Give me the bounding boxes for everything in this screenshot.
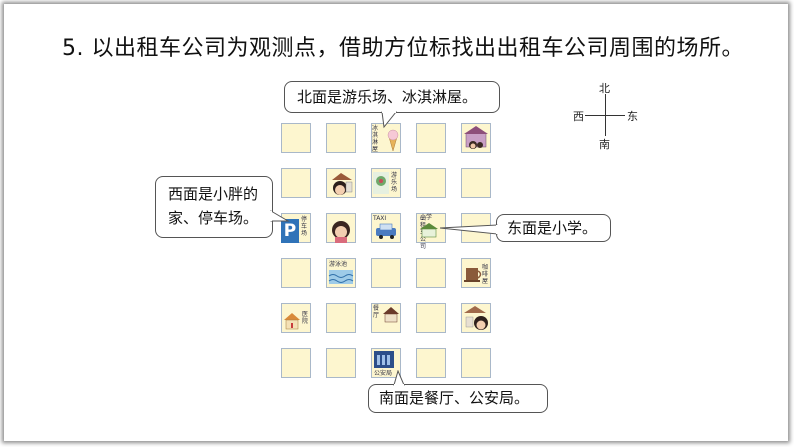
taxi-car-icon — [376, 223, 396, 239]
map-cell — [281, 348, 311, 378]
restaurant-icon: 餐厅 — [371, 303, 401, 333]
problem-title: 5. 以出租车公司为观测点，借助方位标找出出租车公司周围的场所。 — [62, 36, 744, 61]
cafe-icon: 咖啡屋 — [461, 258, 491, 288]
map-cell — [416, 123, 446, 153]
map-cell — [326, 123, 356, 153]
east-bubble-text: 东面是小学。 — [507, 219, 598, 237]
police-station-icon: 公安局 — [371, 348, 401, 378]
west-bubble: 西面是小胖的 家、停车场。 — [155, 176, 273, 238]
south-bubble-text: 南面是餐厅、公安局。 — [379, 389, 530, 407]
compass-east: 东 — [627, 110, 638, 123]
hospital-label: 医院 — [302, 311, 309, 325]
map-cell — [416, 258, 446, 288]
map-cell — [281, 123, 311, 153]
map-cell — [281, 168, 311, 198]
cafe-label: 咖啡屋 — [482, 264, 489, 285]
playground-label: 游乐场 — [391, 172, 398, 193]
compass-west: 西 — [573, 110, 584, 123]
compass-north: 北 — [599, 82, 610, 95]
pool-label: 游泳池 — [329, 261, 348, 268]
map-cell — [416, 168, 446, 198]
compass-rose: 北 南 东 西 — [570, 80, 640, 151]
map-cell — [416, 348, 446, 378]
hospital-icon: 医院 — [281, 303, 311, 333]
parking-sign: P — [281, 219, 299, 243]
ice-cream-shop-label: 冰淇淋屋 — [372, 125, 379, 153]
restaurant-building-icon — [383, 307, 399, 323]
north-bubble: 北面是游乐场、冰淇淋屋。 — [284, 81, 500, 113]
west-bubble-line2: 家、停车场。 — [168, 209, 259, 227]
taxi-label: TAXI — [373, 215, 387, 222]
east-bubble-tail — [440, 224, 498, 235]
south-bubble: 南面是餐厅、公安局。 — [368, 384, 548, 413]
family-house-icon — [464, 126, 488, 149]
ice-cream-shop-icon: 冰淇淋屋 — [371, 123, 401, 153]
north-bubble-text: 北面是游乐场、冰淇淋屋。 — [297, 88, 478, 106]
child-face-icon — [332, 173, 353, 195]
taxi-icon: TAXI — [371, 213, 401, 243]
school-cell: 小学 — [416, 213, 446, 243]
police-building-icon — [374, 351, 394, 368]
map-cell — [281, 258, 311, 288]
west-bubble-line1: 西面是小胖的 — [168, 185, 259, 203]
parking-icon: P 停车场 — [281, 213, 311, 243]
map-cell — [416, 303, 446, 333]
south-bubble-tail — [393, 370, 405, 386]
coffee-cup-icon — [464, 268, 482, 282]
parking-label: 停车场 — [301, 216, 308, 237]
wave-icon — [328, 270, 354, 284]
map-cell — [326, 348, 356, 378]
house-icon — [461, 123, 491, 153]
ice-cream-cone-icon — [387, 129, 399, 152]
girl-icon — [326, 213, 356, 243]
pool-icon: 游泳池 — [326, 258, 356, 288]
north-bubble-tail — [381, 111, 398, 129]
restaurant-label: 餐厅 — [373, 305, 380, 319]
xiaopang-home-icon — [326, 168, 356, 198]
ferris-wheel-icon — [373, 172, 389, 194]
map-cell — [461, 348, 491, 378]
map-cell — [326, 303, 356, 333]
east-bubble: 东面是小学。 — [496, 214, 611, 242]
girl-face-icon — [332, 221, 350, 243]
west-bubble-tail — [270, 210, 290, 222]
compass-south: 南 — [599, 138, 610, 151]
school-building-icon — [420, 223, 438, 238]
hospital-building-icon — [284, 313, 300, 330]
girl-at-home-icon — [464, 306, 488, 330]
girl-house-icon — [461, 303, 491, 333]
school-label: 小学 — [420, 214, 433, 221]
compass-horizontal-line — [585, 115, 625, 116]
map-cell — [371, 258, 401, 288]
playground-icon: 游乐场 — [371, 168, 401, 198]
police-label: 公安局 — [374, 370, 393, 377]
map-cell — [461, 168, 491, 198]
